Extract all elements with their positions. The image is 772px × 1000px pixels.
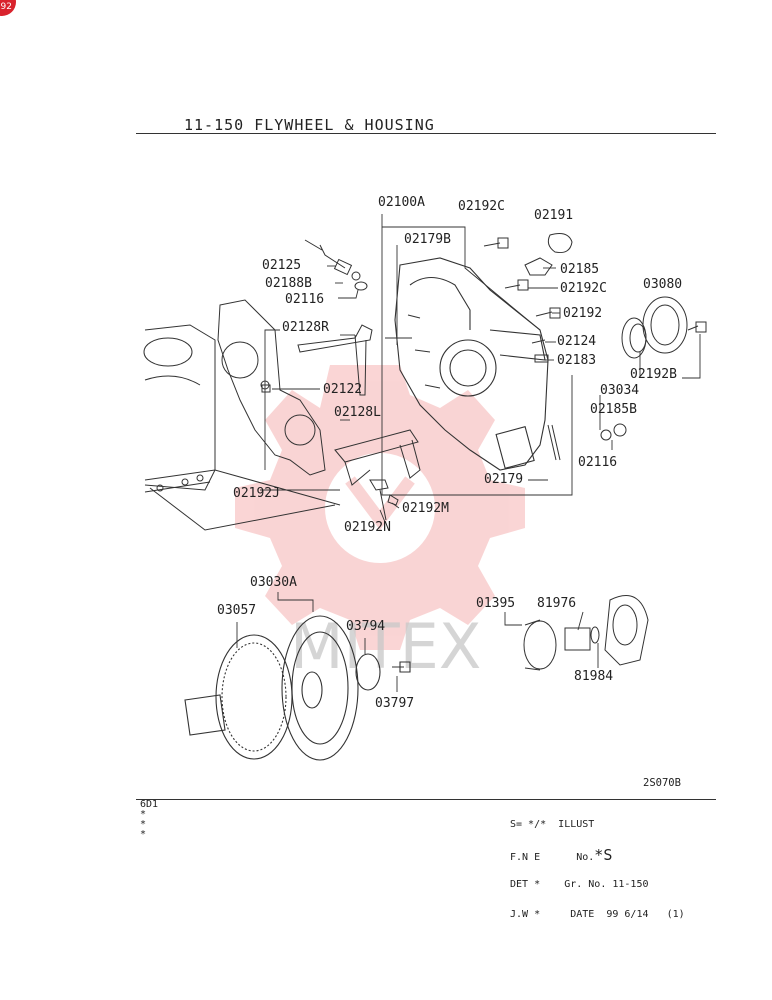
label-02192B: 02192B [630,367,677,382]
leader-lines [236,214,701,692]
watermark-text: MITEX [290,610,481,683]
label-02124: 02124 [557,334,596,349]
label-02128L: 02128L [334,405,381,420]
footer-no-label: No. [576,852,595,863]
label-81984: 81984 [574,669,613,684]
flywheel-drawing [184,615,411,761]
label-03034: 03034 [600,383,639,398]
rear-cover-drawing [523,595,649,671]
label-02116: 02116 [285,292,324,307]
title-underline [136,133,716,134]
footer-model-code: 6D1 [140,799,159,810]
label-02100A: 02100A [378,195,425,210]
footer-right-block: S= */* ILLUST F.N E No.*S DET * Gr. No. … [510,800,685,930]
footer-sheet: (1) [666,909,685,920]
label-02185B: 02185B [590,402,637,417]
label-02179B: 02179B [404,232,451,247]
label-81976: 81976 [537,596,576,611]
footer-fne: F.N E [510,852,541,863]
footer-det: DET * [510,879,541,890]
label-03080: 03080 [643,277,682,292]
illustration-reference: 2S070B [643,777,681,789]
label-03057: 03057 [217,603,256,618]
label-03030A: 03030A [250,575,297,590]
label-02192C-2: 02192C [560,281,607,296]
footer-asterisk: * [140,829,147,840]
part-labels: 02100A 02192C 02191 02179B 02125 02188B … [217,195,682,711]
label-02128R: 02128R [282,320,329,335]
footer-gr-no: Gr. No. 11-150 [564,879,649,890]
label-02188B: 02188B [265,276,312,291]
label-02192M: 02192M [402,501,449,516]
label-03797: 03797 [375,696,414,711]
footer-jw: J.W * [510,909,541,920]
engine-block-drawing [143,324,341,531]
label-02122: 02122 [323,382,362,397]
footer-left-block: 6D1 * * * [140,800,158,840]
footer-asterisk: * [140,809,147,820]
footer-rule [136,799,716,800]
label-02192N: 02192N [344,520,391,535]
label-02192C: 02192C [458,199,505,214]
footer-illust: ILLUST [558,819,595,830]
label-03794: 03794 [346,619,385,634]
hardware-drawings [261,233,707,521]
label-02183: 02183 [557,353,596,368]
label-02116-2: 02116 [578,455,617,470]
flywheel-housing-drawing [394,257,549,471]
label-01395: 01395 [476,596,515,611]
footer-asterisk: * [140,819,147,830]
label-02185: 02185 [560,262,599,277]
label-02125: 02125 [262,258,301,273]
label-02179: 02179 [484,472,523,487]
footer-date: DATE 99 6/14 [570,909,649,920]
label-02192: 02192 [563,306,602,321]
label-02192J: 02192J [233,486,280,501]
label-02191: 02191 [534,208,573,223]
bracket-drawings [297,324,421,486]
footer-s-line: S= */* [510,819,547,830]
page-title: 11-150 FLYWHEEL & HOUSING [184,116,435,134]
footer-no-value: *S [594,846,613,864]
